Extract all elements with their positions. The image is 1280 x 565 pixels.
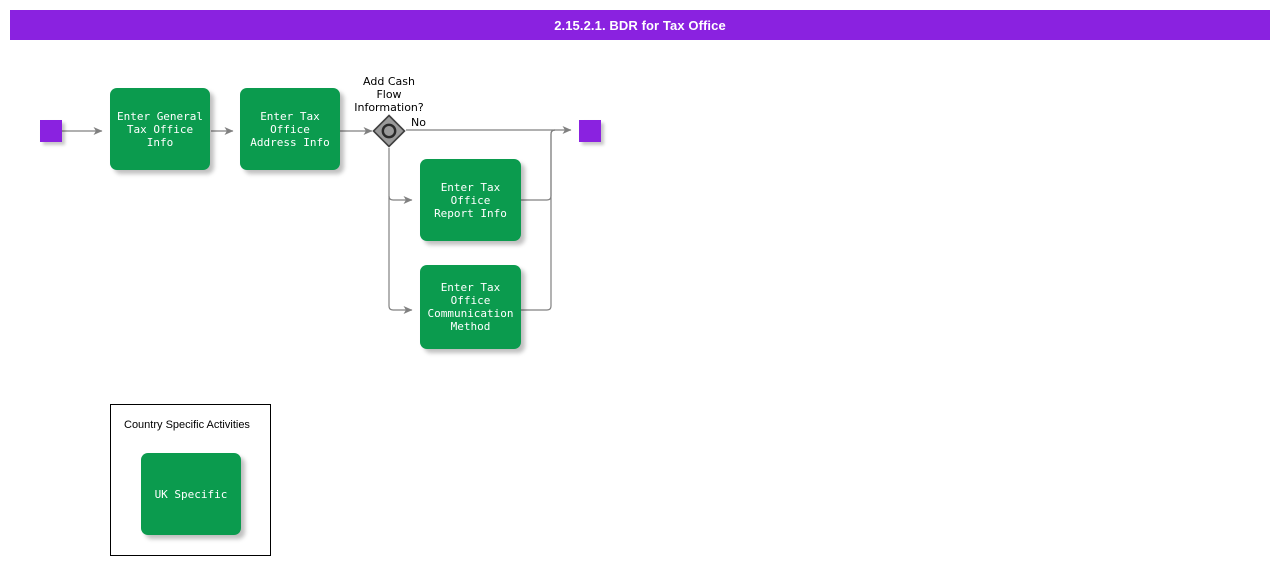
task-enter-tax-office-report-info[interactable]: Enter Tax Office Report Info <box>420 159 521 241</box>
gateway-label: Add Cash Flow Information? <box>354 75 424 114</box>
task-label: Enter Tax Office Address Info <box>250 109 330 149</box>
task-enter-general-tax-office-info[interactable]: Enter General Tax Office Info <box>110 88 210 170</box>
task-label: Enter General Tax Office Info <box>116 109 204 149</box>
flow-task3-to-merge <box>521 129 556 201</box>
start-event[interactable] <box>40 120 62 142</box>
task-label: Enter Tax Office Communication Method <box>427 281 514 333</box>
flow-task4-to-merge <box>521 129 556 311</box>
end-event[interactable] <box>579 120 601 142</box>
inclusive-gateway-icon <box>372 114 406 148</box>
flow-gateway-to-task4 <box>388 305 413 314</box>
page-title: 2.15.2.1. BDR for Tax Office <box>554 17 726 33</box>
task-uk-specific[interactable]: UK Specific <box>141 453 241 535</box>
gateway-add-cash-flow-information[interactable]: Add Cash Flow Information? <box>354 75 424 148</box>
task-enter-tax-office-address-info[interactable]: Enter Tax Office Address Info <box>240 88 340 170</box>
diagram-title-bar: 2.15.2.1. BDR for Tax Office <box>10 10 1270 40</box>
task-enter-tax-office-communication-method[interactable]: Enter Tax Office Communication Method <box>420 265 521 349</box>
group-title: Country Specific Activities <box>124 419 250 431</box>
task-label: UK Specific <box>154 487 228 501</box>
task-label: Enter Tax Office Report Info <box>434 180 507 220</box>
flow-label-no: No <box>411 116 426 129</box>
group-country-specific-activities: Country Specific Activities UK Specific <box>110 404 271 556</box>
flow-gateway-to-task3 <box>388 195 413 204</box>
